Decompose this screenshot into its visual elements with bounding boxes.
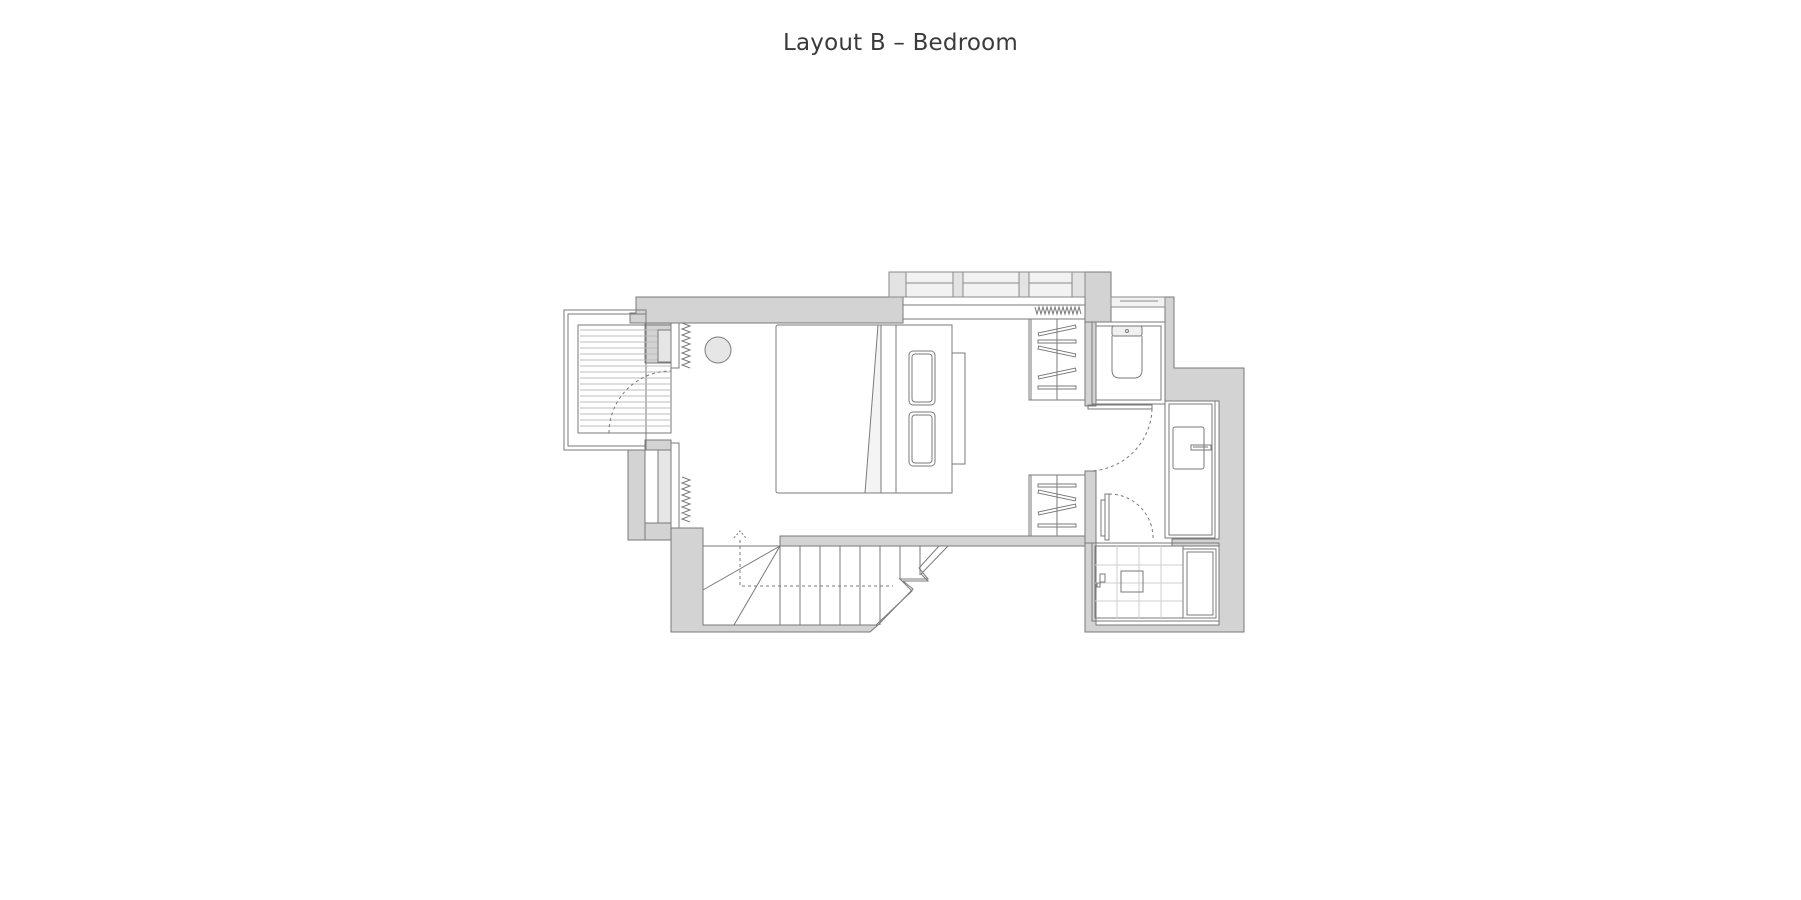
top-shelf (902, 304, 1086, 320)
wall-center-column (1084, 271, 1112, 323)
bathroom (1087, 321, 1216, 539)
wardrobe-bottom (1028, 474, 1086, 537)
wall-stair-top (779, 535, 1086, 547)
wall-top-left (629, 296, 904, 324)
window-bay (563, 309, 672, 524)
wall-right (1084, 296, 1245, 633)
wall-left-bit-mid (644, 439, 672, 451)
curtain-bottom (680, 476, 692, 523)
wall-bath-partition-top (1084, 321, 1097, 407)
shower (1091, 493, 1220, 622)
wall-left-bit-bottom (627, 449, 646, 541)
round-table (704, 336, 732, 364)
curtain-top (680, 322, 692, 369)
stairs (702, 530, 949, 626)
bed (775, 324, 966, 494)
wall-bath-partition-bottom (1084, 470, 1097, 544)
page-title: Layout B – Bedroom (782, 30, 1019, 56)
top-closet (888, 271, 1166, 308)
walls (627, 271, 1245, 633)
wardrobe-top (1028, 318, 1086, 401)
wall-left-bit-foot (644, 522, 672, 541)
